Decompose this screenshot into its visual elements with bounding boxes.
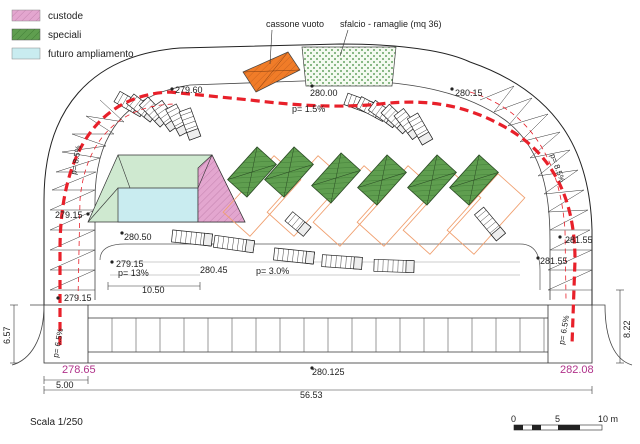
speciali-container (449, 154, 499, 206)
legend-label-speciali: speciali (48, 30, 81, 41)
elevation-3: 280.15 (455, 88, 483, 98)
truck (171, 229, 213, 247)
slope-3: p= 8.5% (548, 153, 567, 184)
legend-swatch-custode (11, 9, 41, 22)
speciali-container (227, 146, 277, 198)
truck (321, 254, 363, 270)
scale-tick-0: 0 (511, 414, 516, 424)
elevation-12: 278.65 (62, 364, 96, 376)
dimension-lines (10, 282, 624, 394)
elevation-10: 281.55 (540, 256, 568, 266)
truck (406, 112, 434, 146)
label-cassone: cassone vuoto (266, 19, 324, 29)
truck (284, 211, 312, 237)
wall-ribs (111, 318, 545, 352)
dimension-3: 56.53 (300, 390, 323, 400)
elevation-2: 280.00 (310, 88, 338, 98)
slope-4: p= 13% (118, 268, 149, 278)
slope-1: p= 1.5% (292, 104, 325, 114)
elevation-11: 280.125 (312, 367, 345, 377)
slope-5: p= 3.0% (256, 266, 289, 276)
truck (373, 258, 415, 274)
area-custode-ampliamento (87, 154, 246, 223)
truck (212, 234, 256, 254)
scale-label: Scala 1/250 (30, 417, 83, 428)
dimension-2: 5.00 (56, 380, 74, 390)
speciali-container (407, 154, 457, 206)
retaining-wall (43, 304, 593, 364)
slope-2: p= 8.5% (69, 145, 83, 176)
speciali-container (264, 146, 314, 198)
trucks (113, 90, 507, 274)
truck (178, 107, 202, 141)
dimension-4: 6.57 (2, 326, 12, 344)
elevation-1: 279.60 (175, 85, 203, 95)
route-path (58, 90, 577, 346)
cassone-vuoto (242, 51, 301, 93)
legend-swatch-futuro (11, 47, 41, 60)
ramp-right (479, 85, 593, 291)
elevation-markers (56, 84, 562, 370)
site-outline (11, 43, 633, 366)
elevation-4: 279.15 (55, 210, 83, 220)
truck (273, 247, 315, 265)
ramp-left (49, 99, 125, 291)
elevation-9: 281.55 (565, 235, 593, 245)
elevation-5: 280.50 (124, 232, 152, 242)
elevation-7: 280.45 (200, 265, 228, 275)
scale-bar (513, 424, 603, 431)
speciali-containers (227, 146, 499, 206)
dimension-5: 8.22 (622, 320, 632, 338)
leader-sfalcio (339, 29, 349, 57)
label-sfalcio: sfalcio - ramaglie (mq 36) (340, 19, 442, 29)
sfalcio-ramaglie (301, 46, 397, 87)
truck (473, 206, 507, 242)
scale-tick-10: 10 m (598, 414, 618, 424)
speciali-container (311, 152, 361, 204)
legend-swatch-speciali (11, 28, 41, 41)
elevation-6: 279.15 (116, 259, 144, 269)
elevation-8: 279.15 (64, 293, 92, 303)
legend-label-futuro: futuro ampliamento (48, 49, 134, 60)
leader-cassone (269, 29, 273, 65)
legend: custode speciali futuro ampliamento (11, 9, 134, 60)
dimension-1: 10.50 (142, 285, 165, 295)
scale-tick-5: 5 (555, 414, 560, 424)
route-inner (77, 91, 567, 301)
legend-label-custode: custode (48, 11, 83, 22)
speciali-container (357, 154, 407, 206)
elevation-13: 282.08 (560, 364, 594, 376)
